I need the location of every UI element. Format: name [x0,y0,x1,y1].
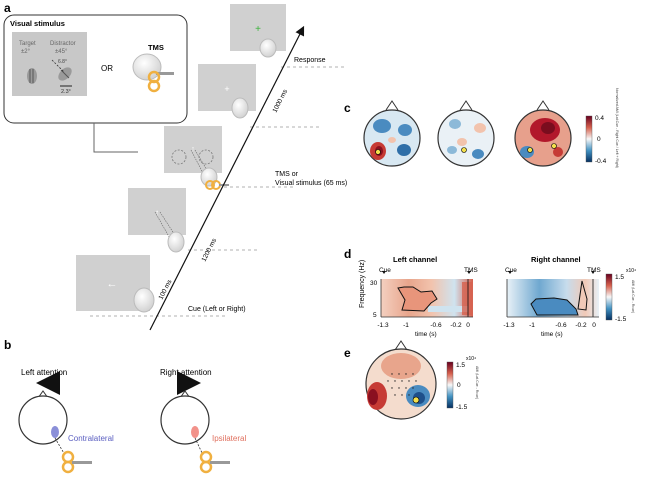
cue-label: Cue (Left or Right) [188,306,246,313]
svg-text:←: ← [107,278,118,290]
colorbar-d-exp: x10⁴ [626,268,636,274]
screen-cue: ← [76,255,155,313]
colorbar-c-zero: 0 [597,136,601,143]
head-right-attention [160,390,230,474]
ytick-5: 5 [373,312,377,319]
duration-1000: 1000 ms [272,88,290,114]
xtick-label: 0 [592,322,596,329]
topomap-e [365,340,437,420]
topomap-3 [514,100,572,167]
colorbar-e-min: -1.5 [456,404,468,411]
tf-plot-right [506,279,599,318]
panel-label-d: d [344,247,351,261]
target-label: Target [19,41,36,47]
svg-text:↑: ↑ [155,208,159,217]
left-channel-title: Left channel [393,255,437,264]
right-channel-title: Right channel [531,255,581,264]
panel-label-a: a [4,1,11,15]
distance-bottom-label: 2.3° [61,89,71,95]
target-angle: ±2° [21,49,31,55]
distance-small-label: 6.8° [58,59,67,65]
colorbar-c-label: Normalized AMI (Lat.Cue - Right Cue / Le… [615,88,619,168]
distractor-label: Distractor [50,41,76,47]
colorbar-d-max: 1.5 [615,274,624,281]
or-label: OR [101,64,113,73]
panel-label-b: b [4,338,11,352]
contralateral-label: Contralateral [68,434,114,443]
distractor-grating [58,67,72,81]
xtick-label: -1.3 [503,322,515,329]
colorbar-e [446,361,454,409]
ipsilateral-label: Ipsilateral [212,434,246,443]
head-left-attention [18,390,92,474]
visual-stimulus-title: Visual stimulus [10,19,65,28]
left-attention-label: Left attention [21,368,67,377]
xtick-label: -0.6 [555,322,567,329]
colorbar-c [585,115,593,163]
colorbar-c-min: -0.4 [595,158,607,165]
panel-label-e: e [344,346,351,360]
right-tms-label: TMS [587,267,601,274]
left-cue-label: Cue [379,267,391,274]
svg-text:+: + [224,84,229,94]
colorbar-d [605,273,613,321]
topomap-1 [363,100,421,167]
xtick-label: -1 [529,322,535,329]
left-tms-label: TMS [464,267,478,274]
connector-line [93,123,138,153]
colorbar-e-label: AMI (Lat.Cue - Rcue) [475,366,479,399]
visual-65-label: Visual stimulus (65 ms) [275,180,347,187]
colorbar-e-max: 1.5 [456,362,465,369]
tms-or-label: TMS or [275,171,299,178]
duration-1200: 1200 ms [201,237,219,263]
topomap-2 [437,100,495,167]
screen-response: + [230,4,286,58]
event-markers [382,271,595,274]
xlabel-left: time (s) [415,331,437,338]
right-attention-label: Right attention [160,368,212,377]
svg-text:+: + [255,24,261,35]
dashed-separators [90,66,345,317]
right-cue-label: Cue [505,267,517,274]
xtick-label: -1.3 [377,322,389,329]
svg-text:↑: ↑ [191,146,195,153]
screen-fixation: + [198,64,256,119]
colorbar-e-zero: 0 [457,382,461,389]
ylabel: Frequency (Hz) [359,260,366,308]
xlabel-right: time (s) [541,331,563,338]
xtick-label: -0.2 [450,322,462,329]
colorbar-c-max: 0.4 [595,115,604,122]
screen-cue-arrow: ↑ [128,188,186,253]
response-label: Response [294,57,326,64]
xtick-label: -0.2 [575,322,587,329]
distance-line [51,59,65,73]
xtick-label: -0.6 [430,322,442,329]
target-grating [27,68,37,84]
stimulus-screen [12,32,87,96]
ytick-30: 30 [370,280,378,287]
colorbar-e-exp: x10⁴ [466,356,476,362]
tms-label: TMS [148,43,164,52]
xticks-left: -1.3 -1 -0.6 -0.2 0 [377,322,470,329]
panel-label-c: c [344,101,351,115]
duration-100: 100 ms [158,278,174,301]
tms-head-icon [132,53,174,93]
tf-plot-left [380,279,473,318]
colorbar-d-min: -1.5 [615,316,627,323]
xtick-label: 0 [466,322,470,329]
xticks-right: -1.3 -1 -0.6 -0.2 0 [503,322,596,329]
colorbar-d-label: AMI (Lat.Cue - Rcue) [631,280,635,313]
distractor-angle: ±45° [55,49,68,55]
time-arrow [149,25,305,331]
xtick-label: -1 [403,322,409,329]
screen-stimulus: ↑ [164,126,229,190]
